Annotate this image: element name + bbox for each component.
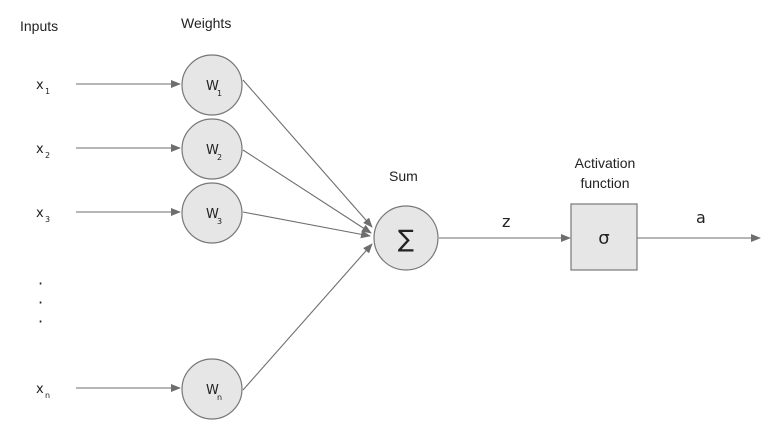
weight-wn-subscript: n: [217, 393, 222, 402]
weight-w1-base: W: [206, 79, 219, 94]
ellipsis-dot-1: ·: [38, 274, 43, 293]
input-xn: x n: [36, 382, 50, 400]
ellipsis-dot-2: ·: [38, 293, 43, 312]
sum-symbol: ∑: [398, 225, 414, 253]
input-x2-base: x: [36, 142, 44, 157]
inputs-header: Inputs: [20, 18, 58, 34]
weight-w3-subscript: 3: [217, 217, 222, 226]
z-label: z: [502, 212, 510, 231]
input-x1: x 1: [36, 78, 50, 96]
weight-wn-base: W: [206, 383, 219, 398]
input-xn-base: x: [36, 382, 44, 397]
weight-w3-base: W: [206, 207, 219, 222]
output-label: a: [696, 208, 706, 227]
ellipsis-dot-3: ·: [38, 312, 43, 331]
edge-w2-sum: [242, 149, 372, 234]
edge-wn-sum: [242, 243, 373, 391]
activation-header-line2: function: [580, 175, 629, 191]
weight-node-w1: W 1: [181, 54, 243, 116]
weight-node-w2: W 2: [181, 118, 243, 180]
input-x3: x 3: [36, 206, 50, 224]
activation-header-line1: Activation: [575, 155, 636, 171]
sum-header: Sum: [389, 168, 418, 184]
weight-w2-base: W: [206, 143, 219, 158]
edge-w1-sum: [242, 79, 373, 228]
weights-header: Weights: [181, 15, 231, 31]
input-x3-subscript: 3: [45, 215, 50, 224]
sum-node: ∑: [373, 205, 439, 271]
input-x1-base: x: [36, 78, 44, 93]
activation-box: σ: [570, 203, 638, 271]
input-x2-subscript: 2: [45, 151, 50, 160]
input-xn-subscript: n: [45, 391, 50, 400]
weight-node-wn: W n: [181, 358, 243, 420]
edge-w3-sum: [242, 211, 371, 239]
weight-node-w3: W 3: [181, 182, 243, 244]
input-x2: x 2: [36, 142, 50, 160]
weight-w1-subscript: 1: [217, 89, 222, 98]
input-x3-base: x: [36, 206, 44, 221]
input-x1-subscript: 1: [45, 87, 50, 96]
activation-symbol: σ: [598, 228, 609, 249]
weight-w2-subscript: 2: [217, 153, 222, 162]
